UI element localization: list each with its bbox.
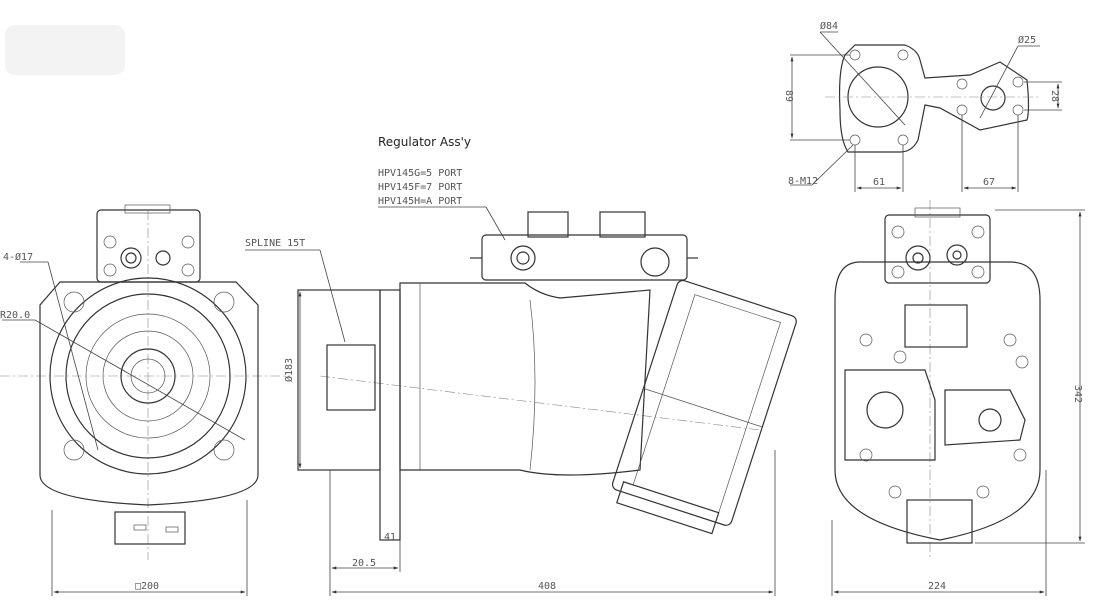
length-label: 408 (538, 581, 556, 592)
large-height-label: 89 (783, 90, 794, 102)
side-view: SPLINE 15T Ø183 20.5 41 408 Regulator As… (245, 135, 797, 596)
rear-width-label: 224 (928, 581, 946, 592)
small-height-label: 28 (1049, 90, 1060, 102)
port-label: HPV145G=5 PORT (378, 168, 462, 179)
spline-label: SPLINE 15T (245, 238, 305, 249)
flange-offset-label: 20.5 (352, 558, 376, 569)
port-label: HPV145H=A PORT (378, 196, 462, 207)
radius-label: R20.0 (0, 310, 30, 321)
regulator-title: Regulator Ass'y (378, 135, 471, 149)
port-flange-detail: Ø84 Ø25 8-M12 61 67 89 28 (783, 20, 1062, 192)
large-bore-label: Ø84 (820, 20, 838, 32)
pilot-diameter-label: Ø183 (283, 358, 295, 382)
small-pitch-label: 67 (983, 177, 995, 188)
bolt-label: 8-M12 (788, 176, 818, 187)
front-view: 4-Ø17 R20.0 □200 (0, 204, 290, 596)
port-label: HPV145F=7 PORT (378, 182, 462, 193)
watermark-smudge (5, 25, 125, 75)
flange-thickness-label: 41 (384, 532, 396, 543)
width-label: □200 (135, 581, 159, 592)
rear-view: 224 342 (831, 200, 1085, 596)
large-pitch-label: 61 (873, 177, 885, 188)
rear-height-label: 342 (1072, 385, 1083, 403)
hole-label: 4-Ø17 (3, 251, 33, 263)
small-bore-label: Ø25 (1018, 34, 1036, 46)
